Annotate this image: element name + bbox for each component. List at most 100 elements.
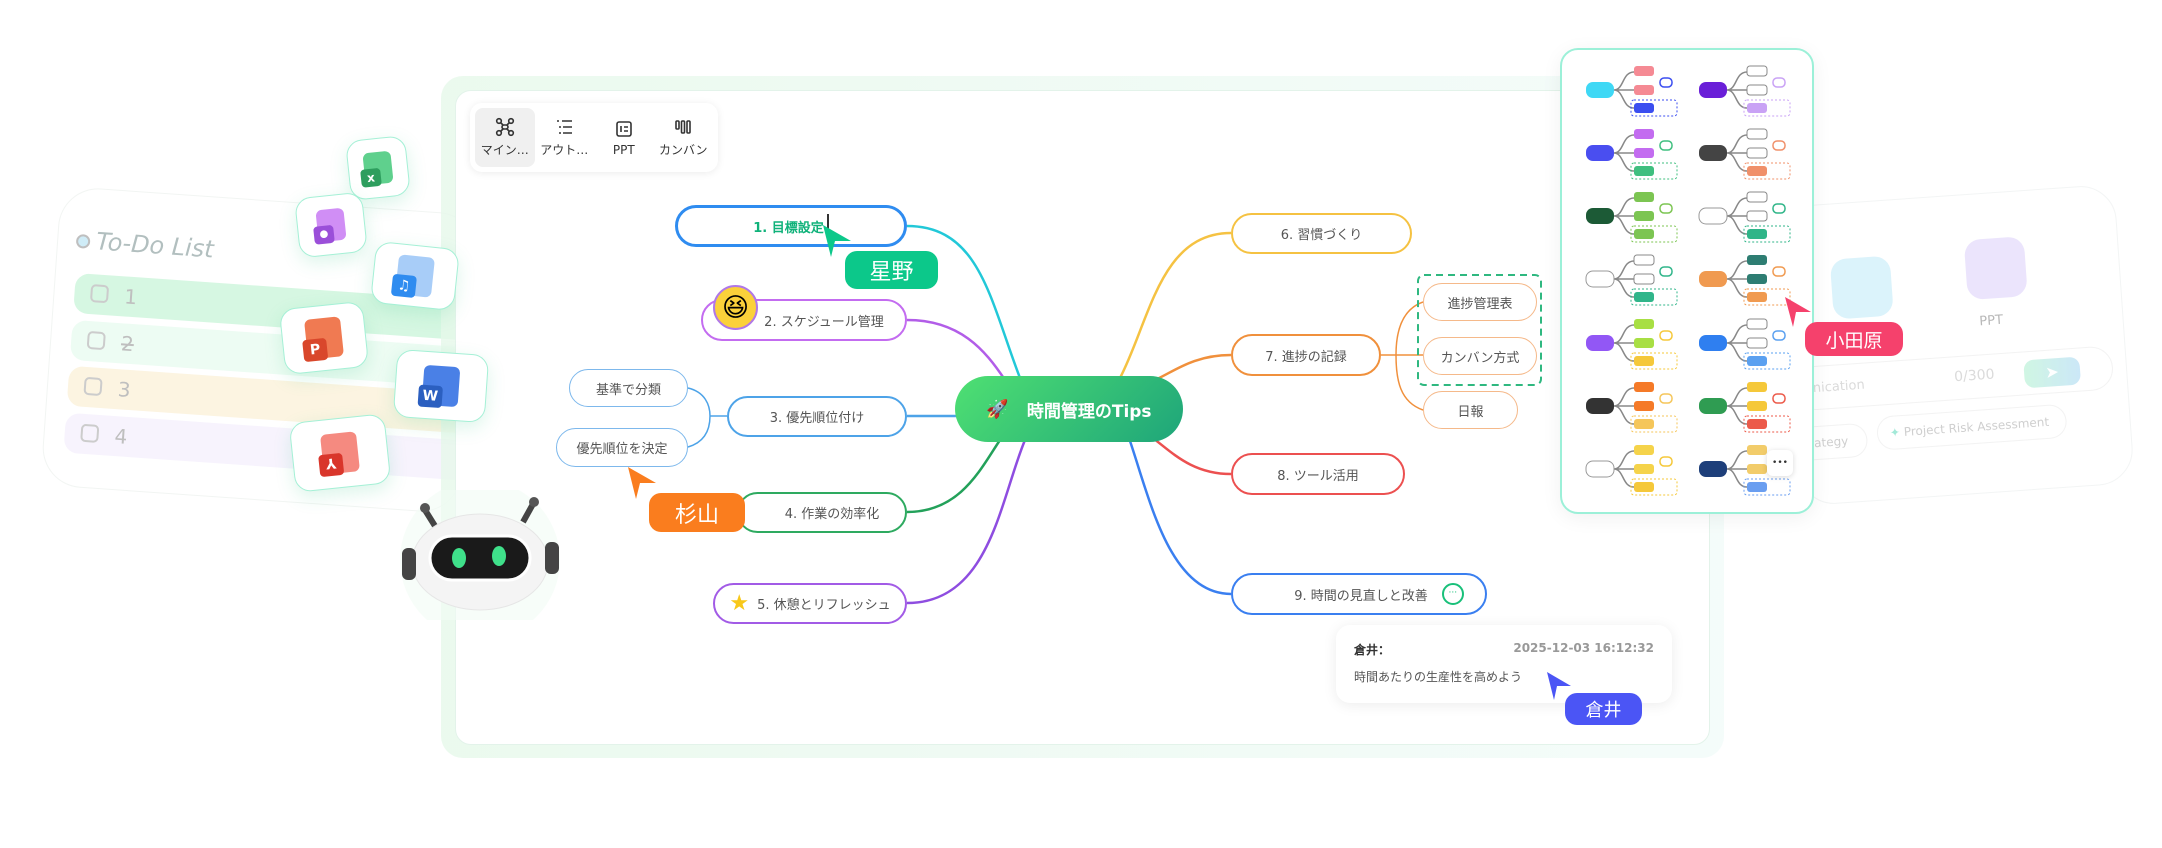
collaborator-tag-odawara: 小田原 bbox=[1805, 322, 1903, 356]
template-thumbnail[interactable] bbox=[1687, 249, 1800, 312]
tb-label: マイン… bbox=[480, 143, 529, 157]
view-outline-button[interactable]: アウト… bbox=[535, 108, 595, 167]
template-preview bbox=[1585, 444, 1678, 496]
rocket-icon: 🚀 bbox=[986, 398, 1009, 420]
cursor-odawara-icon bbox=[1785, 297, 1811, 327]
outline-icon bbox=[557, 120, 573, 134]
connector-b1 bbox=[906, 224, 1022, 379]
tb-label: アウト… bbox=[540, 143, 589, 157]
template-thumbnail[interactable] bbox=[1687, 376, 1800, 439]
text-caret bbox=[826, 214, 829, 238]
mindmap-icon bbox=[495, 117, 514, 137]
template-thumbnail[interactable] bbox=[1574, 376, 1687, 439]
template-preview bbox=[1586, 129, 1678, 180]
topic-node-b3[interactable]: 3. 優先順位付け bbox=[727, 396, 907, 437]
template-thumbnail[interactable] bbox=[1574, 439, 1687, 502]
subtopic-label: 進捗管理表 bbox=[1447, 296, 1513, 312]
connector-b4 bbox=[906, 439, 1002, 514]
template-preview bbox=[1699, 318, 1791, 370]
topic-label: 2. スケジュール管理 bbox=[764, 314, 884, 330]
template-thumbnail[interactable] bbox=[1574, 123, 1687, 186]
template-preview bbox=[1586, 381, 1678, 433]
theme-template-panel bbox=[1560, 48, 1814, 514]
view-kanban-button[interactable]: カンバン bbox=[654, 108, 714, 167]
comment-popup: 倉井： 2025-12-03 16:12:32 時間あたりの生産性を高めよう bbox=[1336, 625, 1672, 703]
collaborator-tag-kurai: 倉井 bbox=[1565, 693, 1642, 725]
cursor-hoshino-icon bbox=[823, 225, 851, 257]
template-thumbnail[interactable] bbox=[1574, 60, 1687, 123]
template-preview bbox=[1699, 255, 1791, 306]
connector-b7-children bbox=[1381, 301, 1424, 411]
topic-label: 7. 進捗の記録 bbox=[1265, 349, 1347, 365]
template-thumbnail[interactable] bbox=[1687, 60, 1800, 123]
connector-b2 bbox=[906, 318, 1007, 381]
tb-label: PPT bbox=[612, 142, 635, 157]
cursor-kurai-icon bbox=[1547, 672, 1571, 700]
template-thumbnail[interactable] bbox=[1687, 123, 1800, 186]
subtopic-label: 日報 bbox=[1457, 404, 1484, 420]
comment-text: 時間あたりの生産性を高めよう bbox=[1354, 670, 1523, 684]
subtopic-label: 優先順位を決定 bbox=[576, 442, 668, 457]
cursor-sugiyama-icon bbox=[628, 467, 656, 499]
more-templates-button[interactable]: ••• bbox=[1767, 450, 1793, 476]
template-preview bbox=[1585, 254, 1678, 306]
connector-b3-children bbox=[687, 387, 727, 448]
tb-label: カンバン bbox=[658, 143, 708, 157]
template-thumbnail[interactable] bbox=[1687, 186, 1800, 249]
subtopic-node[interactable]: カンバン方式 bbox=[1423, 337, 1537, 375]
topic-label: 4. 作業の効率化 bbox=[784, 507, 880, 522]
view-switcher-toolbar: マイン… アウト… PPT カンバン bbox=[470, 103, 718, 172]
template-preview bbox=[1698, 191, 1791, 243]
topic-node-b6[interactable]: 6. 習慣づくり bbox=[1231, 213, 1412, 254]
template-thumbnail[interactable] bbox=[1574, 249, 1687, 312]
connector-b6 bbox=[1118, 231, 1232, 379]
subtopic-node[interactable]: 進捗管理表 bbox=[1423, 283, 1537, 321]
central-topic[interactable]: 🚀 時間管理のTips bbox=[955, 376, 1183, 442]
subtopic-node[interactable]: 基準で分類 bbox=[569, 369, 688, 407]
topic-label: 5. 休憩とリフレッシュ bbox=[757, 598, 891, 613]
star-icon: ★ bbox=[729, 591, 750, 616]
topic-node-b9[interactable]: 9. 時間の見直しと改善 ··· bbox=[1231, 573, 1487, 615]
template-thumbnail[interactable] bbox=[1574, 186, 1687, 249]
connector-b9 bbox=[1128, 440, 1232, 596]
template-preview bbox=[1699, 128, 1791, 180]
view-ppt-button[interactable]: PPT bbox=[594, 108, 654, 167]
topic-label: 6. 習慣づくり bbox=[1280, 228, 1363, 243]
topic-label: 1. 目標設定 bbox=[753, 220, 824, 236]
collaborator-tag-sugiyama: 杉山 bbox=[649, 493, 745, 532]
topic-node-b4[interactable]: 4. 作業の効率化 bbox=[737, 492, 907, 533]
topic-node-b5[interactable]: ★ 5. 休憩とリフレッシュ bbox=[713, 583, 907, 624]
subtopic-node[interactable]: 優先順位を決定 bbox=[556, 428, 688, 467]
template-preview bbox=[1699, 65, 1791, 117]
collaborator-tag-hoshino: 星野 bbox=[845, 251, 938, 289]
central-topic-label: 時間管理のTips bbox=[1026, 401, 1152, 422]
view-mindmap-button[interactable]: マイン… bbox=[475, 108, 535, 167]
template-thumbnail[interactable] bbox=[1574, 313, 1687, 376]
kanban-icon bbox=[675, 120, 692, 134]
robot-assistant-icon[interactable] bbox=[395, 490, 570, 620]
comment-author: 倉井： bbox=[1354, 643, 1391, 657]
subtopic-node[interactable]: 日報 bbox=[1423, 391, 1518, 429]
template-preview bbox=[1699, 444, 1791, 496]
connector-b5 bbox=[906, 439, 1027, 605]
selection-box bbox=[1417, 274, 1542, 386]
connector-b8 bbox=[1149, 434, 1232, 476]
template-thumbnail[interactable] bbox=[1687, 439, 1800, 502]
laughing-emoji-icon: 😆 bbox=[713, 285, 758, 330]
topic-node-b1[interactable]: 1. 目標設定 bbox=[675, 205, 907, 247]
template-preview bbox=[1586, 66, 1678, 117]
template-preview bbox=[1586, 318, 1678, 370]
subtopic-label: カンバン方式 bbox=[1440, 350, 1520, 366]
topic-label: 3. 優先順位付け bbox=[769, 411, 865, 426]
topic-node-b7[interactable]: 7. 進捗の記録 bbox=[1231, 334, 1381, 376]
ppt-icon bbox=[615, 120, 632, 137]
template-thumbnail[interactable] bbox=[1687, 313, 1800, 376]
template-preview bbox=[1699, 381, 1791, 433]
topic-label: 9. 時間の見直しと改善 bbox=[1294, 588, 1428, 604]
template-preview bbox=[1586, 192, 1678, 243]
comment-timestamp: 2025-12-03 16:12:32 bbox=[1513, 641, 1654, 655]
topic-label: 8. ツール活用 bbox=[1277, 468, 1359, 484]
topic-node-b8[interactable]: 8. ツール活用 bbox=[1231, 453, 1405, 495]
comment-icon[interactable]: ··· bbox=[1441, 583, 1464, 605]
